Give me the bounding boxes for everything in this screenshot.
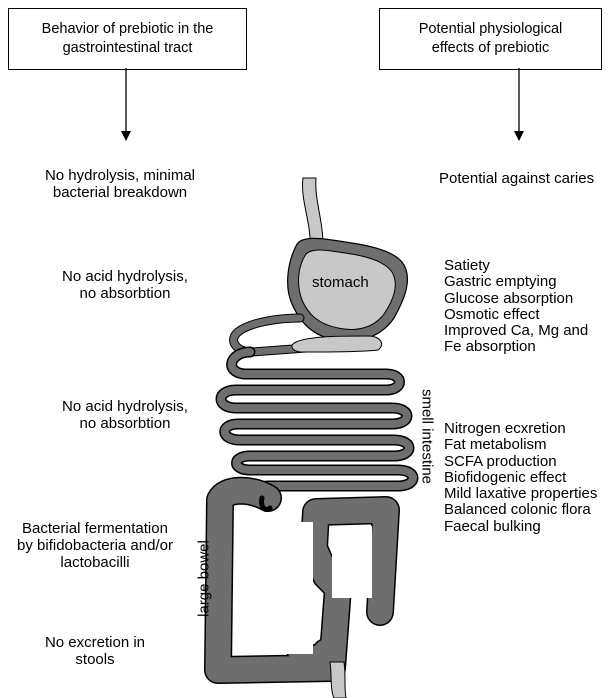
effect-item: Faecal bulking bbox=[444, 519, 597, 535]
effect-item: Biofidogenic effect bbox=[444, 470, 597, 486]
effect-item: Nitrogen ecxretion bbox=[444, 421, 597, 437]
rectum bbox=[330, 662, 346, 698]
effect-item: Gastric emptying bbox=[444, 274, 588, 290]
small-intestine bbox=[221, 352, 413, 498]
effect-item: Fat metabolism bbox=[444, 437, 597, 453]
effect-item: Fe absorption bbox=[444, 339, 588, 355]
large-bowel-cavity bbox=[235, 522, 313, 654]
effect-item: Mild laxative properties bbox=[444, 486, 597, 502]
pancreas bbox=[292, 336, 382, 352]
behavior-stomach: No acid hydrolysis, no absorbtion bbox=[40, 268, 210, 302]
effect-item: Improved Ca, Mg and bbox=[444, 323, 588, 339]
large-bowel-label: large bowel bbox=[196, 529, 213, 629]
effect-mouth: Potential against caries bbox=[439, 170, 594, 187]
effect-item: Glucose absorption bbox=[444, 291, 588, 307]
effect-item: Satiety bbox=[444, 258, 588, 274]
effects-colon-list: Nitrogen ecxretion Fat metabolism SCFA p… bbox=[444, 421, 597, 535]
behavior-excretion: No excretion in stools bbox=[20, 634, 170, 668]
stomach-label: stomach bbox=[312, 274, 369, 291]
effect-item: SCFA production bbox=[444, 454, 597, 470]
effect-item: Osmotic effect bbox=[444, 307, 588, 323]
behavior-mouth: No hydrolysis, minimal bacterial breakdo… bbox=[20, 167, 220, 201]
effects-stomach-list: Satiety Gastric emptying Glucose absorpt… bbox=[444, 258, 588, 356]
sigmoid-cavity bbox=[332, 526, 372, 598]
behavior-small-intestine: No acid hydrolysis, no absorbtion bbox=[40, 398, 210, 432]
behavior-large-bowel: Bacterial fermentation by bifidobacteria… bbox=[0, 520, 190, 571]
small-intestine-label: smell intestine bbox=[419, 382, 436, 492]
effect-item: Balanced colonic flora bbox=[444, 502, 597, 518]
